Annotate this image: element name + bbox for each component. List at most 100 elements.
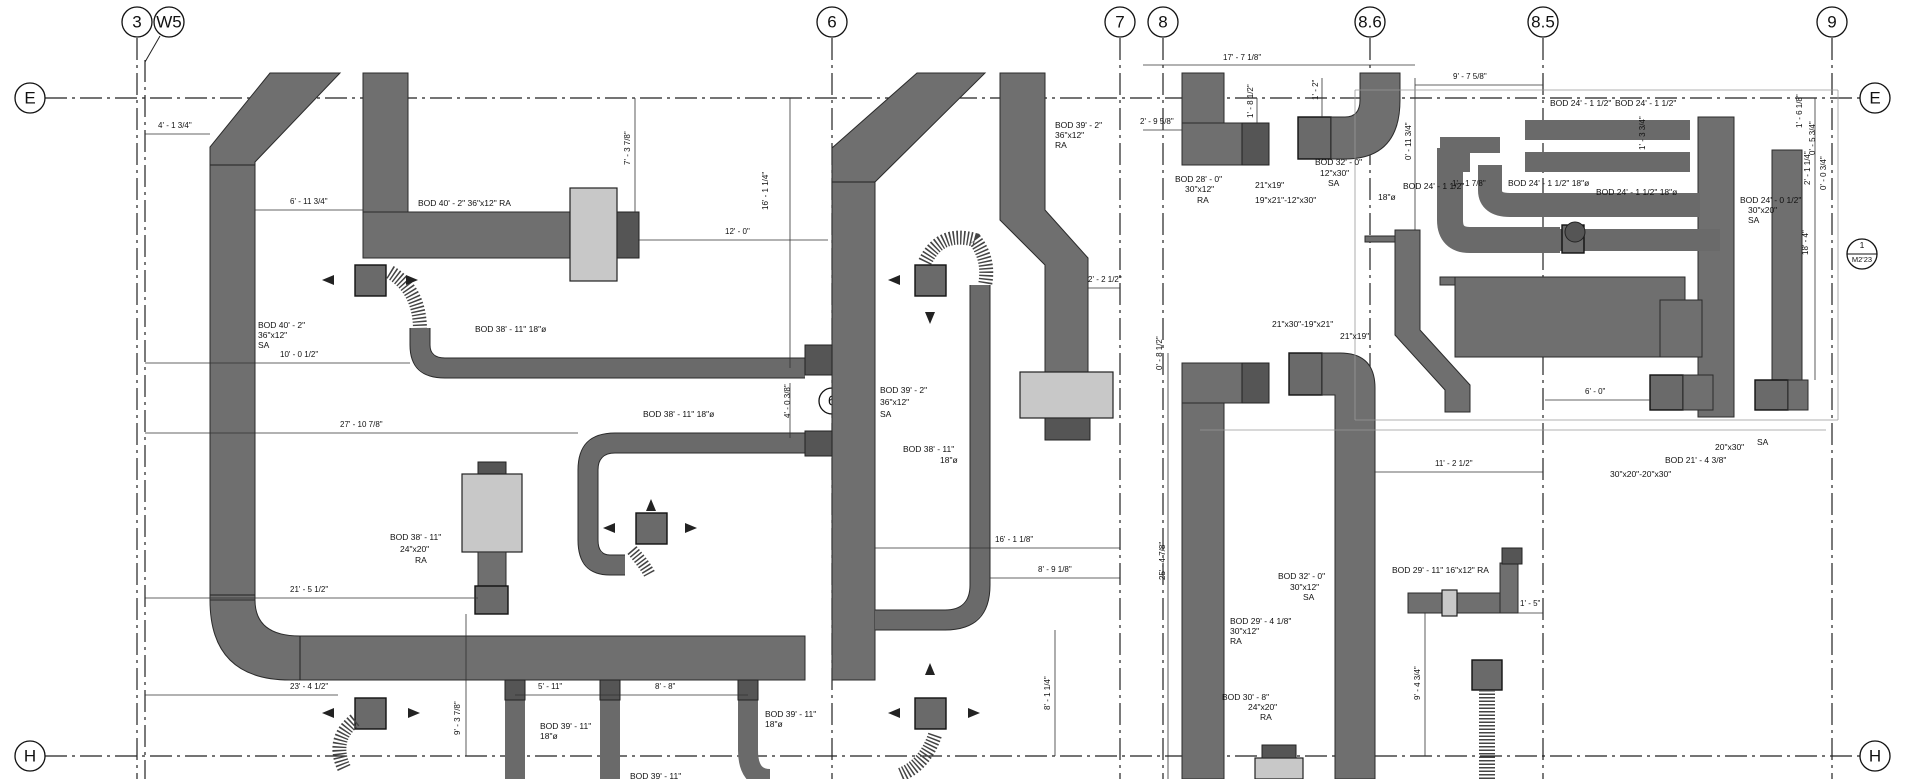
duct-tag: 18"ø [540, 731, 558, 741]
section-reference-marker: 1 M2'23 [1846, 238, 1878, 270]
duct-tag: BOD 40' - 2" [258, 320, 305, 330]
dim-text: 0' - 0 3/4" [1819, 156, 1828, 190]
duct-tag: RA [415, 555, 427, 565]
dimension-texts: 4' - 1 3/4" 6' - 11 3/4" 7' - 3 7/8" 16'… [158, 53, 1828, 735]
grid-bubble-e-left: E [14, 82, 46, 114]
dim-text: 18' - 4" [1801, 230, 1810, 255]
supply-branch-left [322, 264, 805, 379]
duct-tag: BOD 24' - 1 1/2" [1550, 98, 1611, 108]
dim-text: 8' - 8" [655, 682, 676, 691]
grid-bubble-7: 7 [1104, 6, 1136, 38]
duct-tag: RA [1055, 140, 1067, 150]
grid-label-h-left: H [24, 747, 36, 766]
grid-bubble-8: 8 [1147, 6, 1179, 38]
grid-label-8: 8 [1158, 13, 1167, 32]
duct-tag: 18"ø [940, 455, 958, 465]
duct-tag: BOD 39' - 2" [880, 385, 927, 395]
grid-bubble-8-5: 8.5 [1527, 6, 1559, 38]
left-duct-loop [209, 72, 806, 681]
dim-text: 6' - 11 3/4" [290, 197, 328, 206]
grid-label-w5: W5 [156, 13, 182, 32]
section-ref-number: 1 [1860, 240, 1865, 250]
ra-duct-top-right-of-6 [999, 72, 1114, 441]
duct-tag: 21"x19" [1255, 180, 1284, 190]
duct-tag: SA [1303, 592, 1315, 602]
duct-tag: 36"x12" [258, 330, 287, 340]
main-supply-duct-center [804, 72, 987, 681]
grid-label-8-5: 8.5 [1531, 13, 1555, 32]
dim-text: 1' - 1 7/8" [1452, 179, 1486, 188]
grid-label-3: 3 [132, 13, 141, 32]
duct-tag: BOD 38' - 11" [903, 444, 954, 454]
duct-tag: BOD 24' - 0 1/2" [1740, 195, 1801, 205]
dim-text: 1' - 8 1/2" [1246, 84, 1255, 118]
duct-tag: BOD 38' - 11" 18"ø [475, 324, 546, 334]
grid-bubble-h-left: H [14, 740, 46, 772]
duct-tag: SA [258, 340, 270, 350]
dim-text: 10' - 0 1/2" [280, 350, 318, 359]
duct-tag: BOD 28' - 0" [1175, 174, 1222, 184]
duct-tag: BOD 29' - 11" 16"x12" RA [1392, 565, 1489, 575]
grid-bubble-3: 3 [121, 6, 153, 38]
duct-tag: BOD 21' - 4 3/8" [1665, 455, 1726, 465]
dim-text: 9' - 3 7/8" [453, 701, 462, 735]
sa-elbow-top-8-6 [1297, 72, 1401, 160]
duct-tag: 30"x20" [1748, 205, 1777, 215]
dim-text: 2' - 2 1/2" [1088, 275, 1122, 284]
dim-text: 9' - 7 5/8" [1453, 72, 1487, 81]
duct-tag: 30"x12" [1230, 626, 1259, 636]
duct-tag: 30"x20"-20"x30" [1610, 469, 1671, 479]
grid-label-6: 6 [827, 13, 836, 32]
dim-text: 2' - 9 5/8" [1140, 117, 1174, 126]
duct-tag: SA [1757, 437, 1769, 447]
dim-text: 16' - 1 1/4" [761, 172, 770, 210]
ra-unit-bottom-center-right [1254, 744, 1304, 779]
duct-tags: BOD 40' - 2" 36"x12" RA BOD 40' - 2" 36"… [258, 98, 1801, 779]
ra-duct-lower-8 [1181, 352, 1376, 779]
duct-tag: 24"x20" [400, 544, 429, 554]
dim-text: 11' - 2 1/2" [1435, 459, 1473, 468]
duct-tag: RA [1230, 636, 1242, 646]
grid-label-9: 9 [1827, 13, 1836, 32]
dim-text: 4' - 1 3/4" [158, 121, 192, 130]
dim-text: 8' - 1 1/4" [1043, 676, 1052, 710]
grid-label-e-right: E [1869, 89, 1880, 108]
duct-tag: BOD 30' - 8" [1222, 692, 1269, 702]
duct-tag: BOD 24' - 1 1/2" 18"ø [1596, 187, 1677, 197]
grid-label-e-left: E [24, 89, 35, 108]
ra-duct-top-left [362, 72, 640, 282]
duct-tag: BOD 39' - 2" [1055, 120, 1102, 130]
grid-bubble-8-6: 8.6 [1354, 6, 1386, 38]
duct-tag: BOD 39' - 11" [630, 771, 681, 779]
dim-text: 2' - 1 1/4" [1803, 151, 1812, 185]
ra-box-left-middle [461, 461, 523, 615]
duct-tag: BOD 24' - 1 1/2" [1403, 181, 1464, 191]
dim-text: 1' - 2" [1311, 79, 1320, 100]
duct-tag: BOD 24' - 1 1/2" 18"ø [1508, 178, 1589, 188]
duct-tag: 21"x19" [1340, 331, 1369, 341]
dim-text: 0' - 11 3/4" [1404, 122, 1413, 160]
duct-tag: 24"x20" [1248, 702, 1277, 712]
dim-text: 27' - 10 7/8" [340, 420, 383, 429]
dim-text: 6' - 0" [1585, 387, 1606, 396]
duct-tag: 30"x12" [1185, 184, 1214, 194]
dim-text: 9' - 4 3/4" [1413, 666, 1422, 700]
duct-tag: SA [1328, 178, 1340, 188]
grid-label-h-right: H [1869, 747, 1881, 766]
duct-tag: 20"x30" [1715, 442, 1744, 452]
dim-text: 8' - 9 1/8" [1038, 565, 1072, 574]
grid-label-8-6: 8.6 [1358, 13, 1382, 32]
duct-tag: RA [1260, 712, 1272, 722]
dim-text: 4' - 0 3/8" [783, 384, 792, 418]
dim-text: 0' - 8 1/2" [1155, 336, 1164, 370]
duct-tag: 18"ø [765, 719, 783, 729]
duct-tag: 18"ø [1378, 192, 1396, 202]
duct-tag: BOD 40' - 2" 36"x12" RA [418, 198, 511, 208]
dim-text: 1' - 5" [1520, 599, 1541, 608]
grid-bubble-h-right: H [1859, 740, 1891, 772]
dimension-lines [145, 64, 1839, 779]
section-ref-sheet: M2'23 [1852, 255, 1872, 264]
dim-text: 17' - 7 1/8" [1223, 53, 1261, 62]
grid-bubble-w5: W5 [144, 6, 185, 63]
